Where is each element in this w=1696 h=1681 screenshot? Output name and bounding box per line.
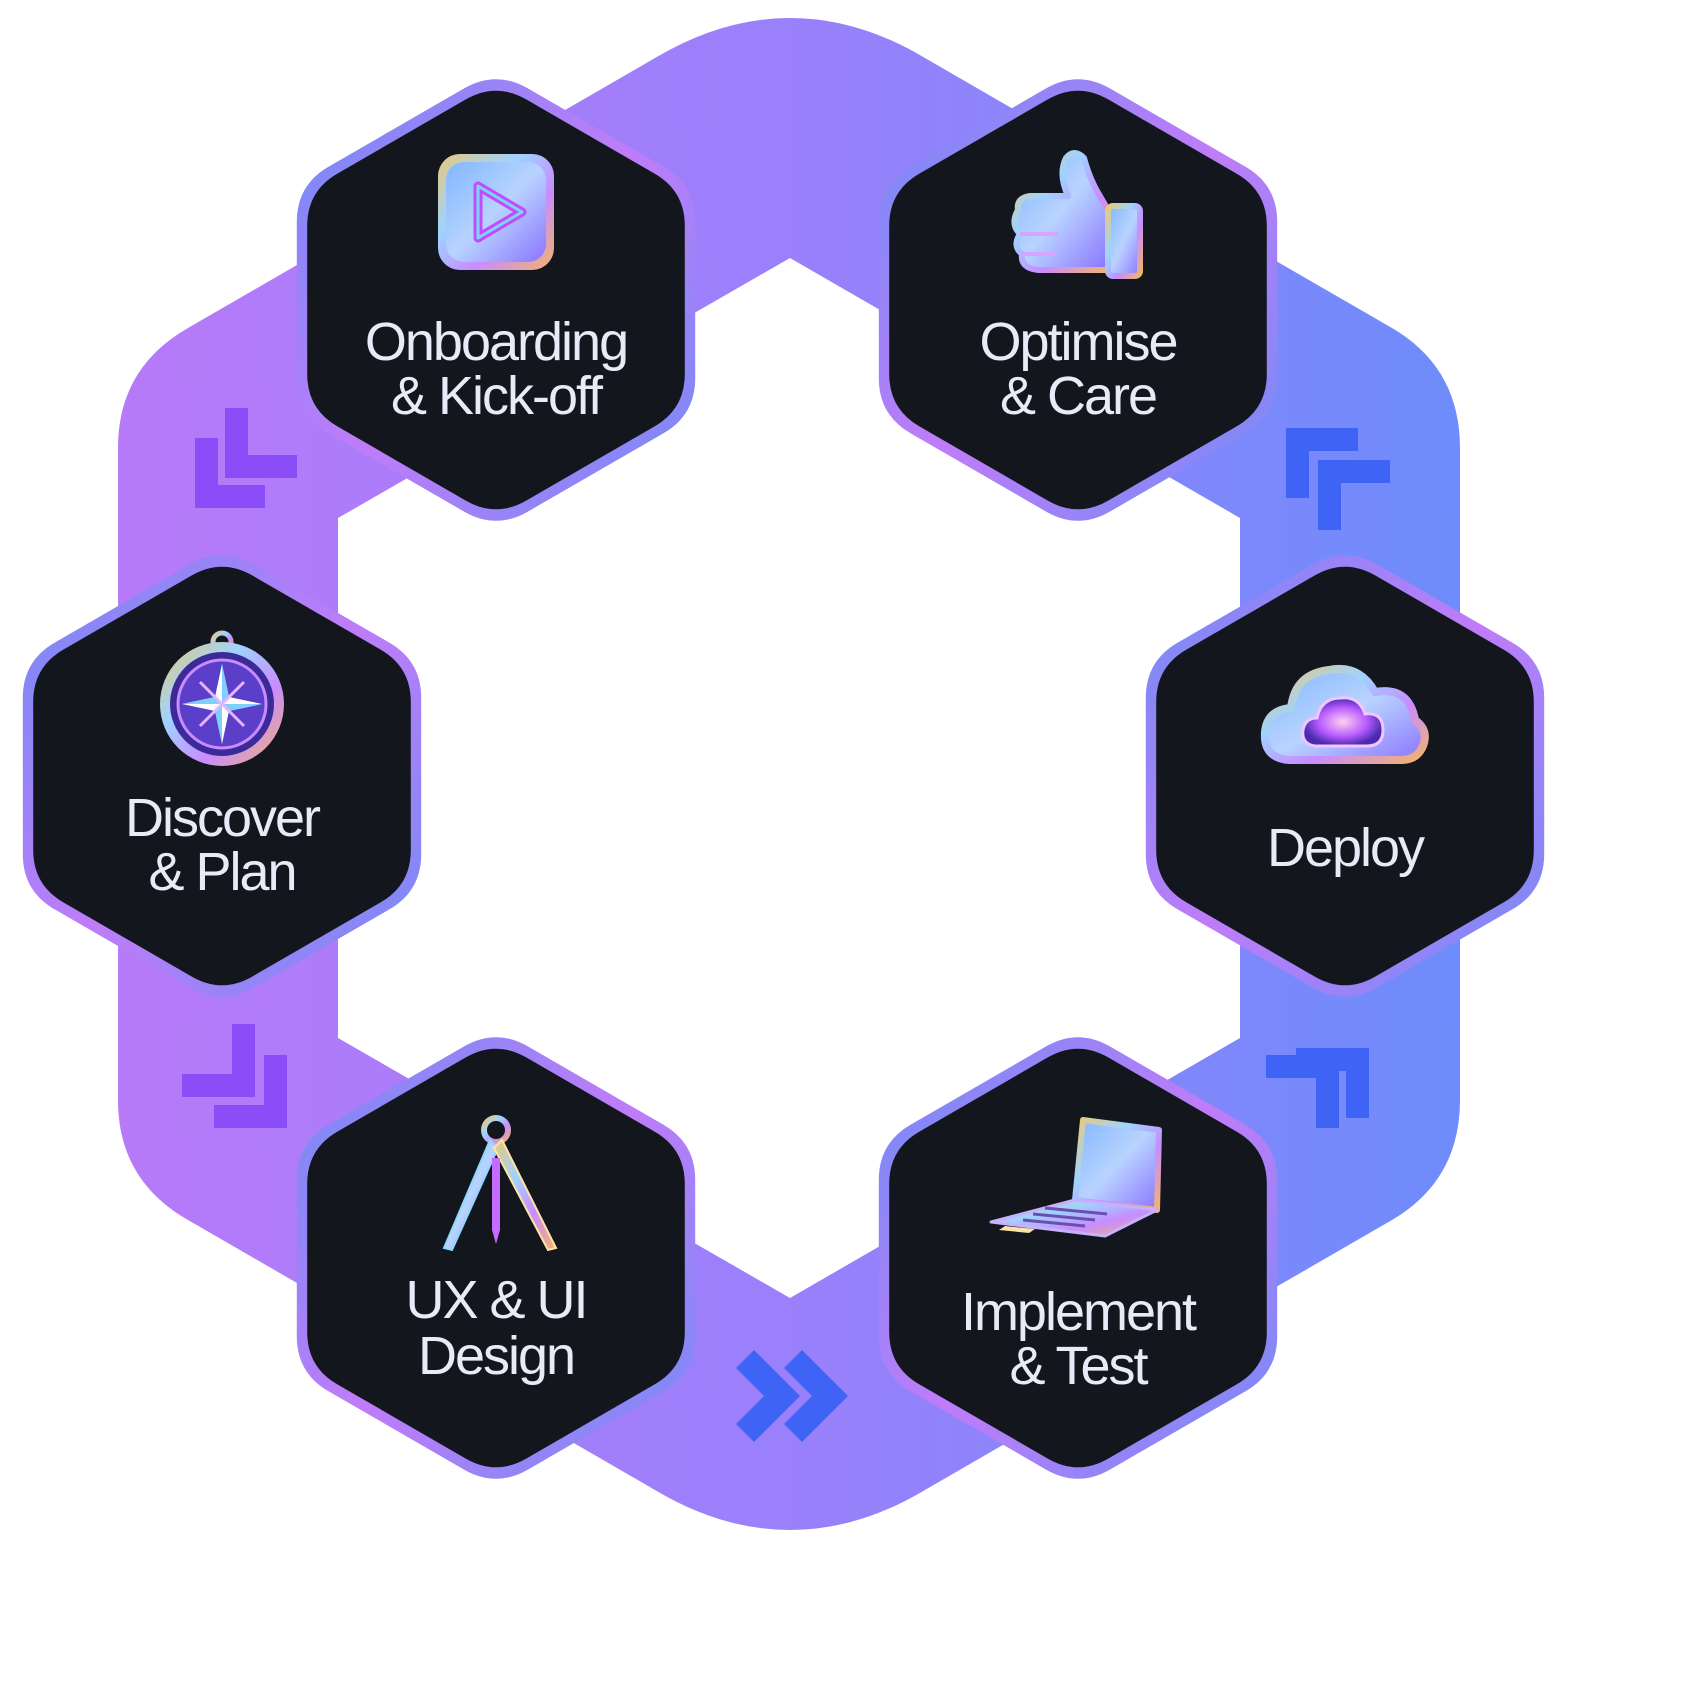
step-label-discover: Discover & Plan bbox=[125, 788, 323, 902]
step-label-line: Discover bbox=[125, 788, 321, 848]
step-label-line: & Plan bbox=[148, 842, 295, 902]
chevron-up-icon bbox=[195, 408, 297, 508]
step-label-line: Design bbox=[418, 1326, 574, 1386]
thumbs-up-icon bbox=[1011, 150, 1143, 279]
step-label-line: Implement bbox=[961, 1282, 1197, 1342]
step-label-line: & Care bbox=[1000, 366, 1156, 426]
step-label-onboarding: Onboarding & Kick-off bbox=[365, 312, 629, 426]
step-nodes bbox=[22, 79, 1545, 1479]
step-label-line: Onboarding bbox=[365, 312, 627, 372]
drafting-compass-icon bbox=[442, 1102, 558, 1252]
hexagon-fill bbox=[889, 90, 1267, 510]
chevron-up-icon bbox=[1266, 1048, 1369, 1128]
step-label-implement: Implement & Test bbox=[961, 1282, 1199, 1396]
step-label-line: & Kick-off bbox=[391, 366, 604, 426]
step-node-onboarding bbox=[296, 79, 696, 521]
step-label-line: Optimise bbox=[979, 312, 1176, 372]
step-node-implement bbox=[878, 1037, 1278, 1479]
hexagon-fill bbox=[307, 1048, 685, 1468]
laptop-icon bbox=[989, 1117, 1162, 1238]
hexagon-fill bbox=[33, 566, 411, 986]
hexagon-fill bbox=[307, 90, 685, 510]
step-label-design: UX & UI Design bbox=[405, 1270, 588, 1386]
step-label-deploy: Deploy bbox=[1267, 818, 1427, 878]
step-node-discover bbox=[22, 555, 422, 997]
play-button-icon bbox=[438, 154, 554, 270]
step-label-line: Deploy bbox=[1267, 818, 1425, 878]
step-label-line: UX & UI bbox=[405, 1270, 586, 1330]
step-node-design bbox=[296, 1037, 696, 1479]
cloud-icon bbox=[1260, 665, 1429, 764]
double-chevron-right-icon bbox=[736, 1350, 848, 1442]
chevron-up-icon bbox=[1286, 428, 1390, 530]
connector-arrows bbox=[182, 408, 1390, 1442]
step-node-deploy bbox=[1145, 555, 1545, 997]
hexagon-fill bbox=[889, 1048, 1267, 1468]
chevron-up-icon bbox=[182, 1024, 287, 1128]
hexagon-fill bbox=[1156, 566, 1534, 986]
step-label-line: & Test bbox=[1009, 1336, 1148, 1396]
compass-icon bbox=[160, 630, 284, 766]
step-label-optimise: Optimise & Care bbox=[979, 312, 1178, 426]
step-node-optimise bbox=[878, 79, 1278, 521]
